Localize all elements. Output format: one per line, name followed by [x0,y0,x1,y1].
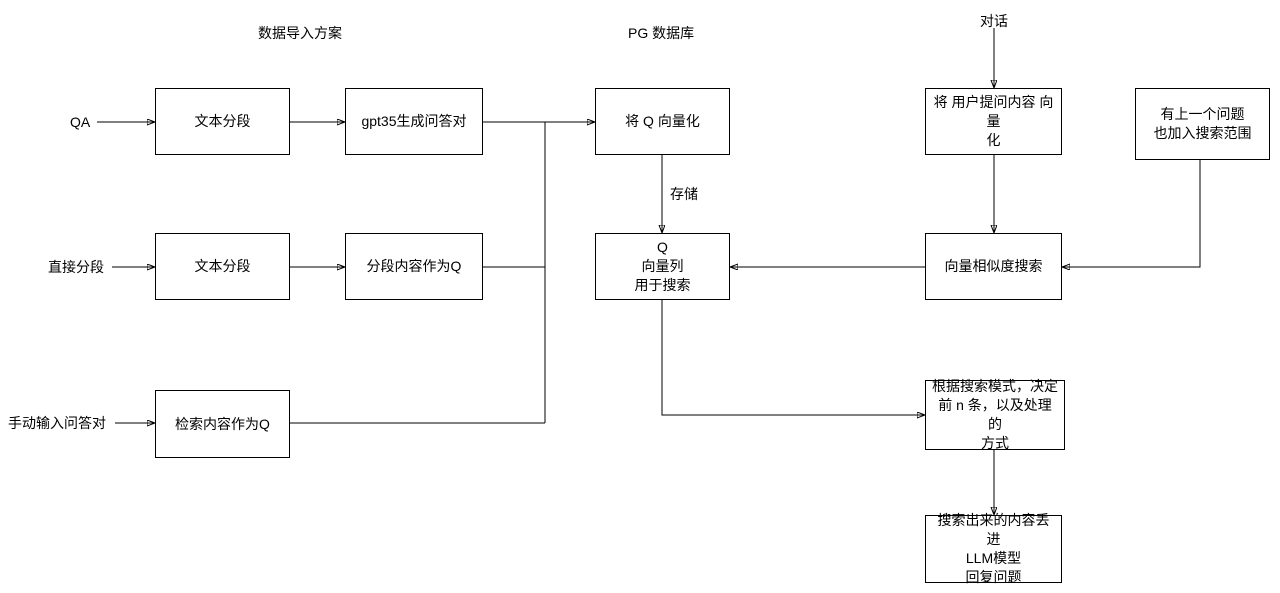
section-title-pg-database: PG 数据库 [628,25,695,41]
node-q-vector-column: Q 向量列 用于搜索 [595,233,730,300]
section-title-data-import: 数据导入方案 [258,25,342,41]
label-qa-input: QA [70,114,91,130]
node-vector-similarity-search: 向量相似度搜索 [925,233,1062,300]
node-search-mode-decision: 根据搜索模式，决定 前 n 条，以及处理的 方式 [925,378,1065,451]
node-segment-content-as-q: 分段内容作为Q [345,233,483,300]
label-direct-segment-input: 直接分段 [48,259,104,275]
node-llm-answer: 搜索出来的内容丢进 LLM模型 回复问题 [925,512,1062,585]
edge-previous-question-to-similarity [1062,160,1201,267]
node-gpt35-generate-qa: gpt35生成问答对 [345,88,483,155]
edge-label-store: 存储 [670,186,698,202]
edge-q-vector-column-to-search-mode [661,300,925,415]
node-vectorize-q: 将 Q 向量化 [595,88,730,155]
node-text-segment-1: 文本分段 [155,88,290,155]
label-manual-qa-input: 手动输入问答对 [8,415,106,431]
node-retrieval-content-as-q: 检索内容作为Q [155,390,290,458]
node-vectorize-user-question: 将 用户提问内容 向量 化 [925,88,1062,155]
node-previous-question-scope: 有上一个问题 也加入搜索范围 [1135,88,1270,160]
section-title-dialogue: 对话 [980,13,1008,29]
node-text-segment-2: 文本分段 [155,233,290,300]
